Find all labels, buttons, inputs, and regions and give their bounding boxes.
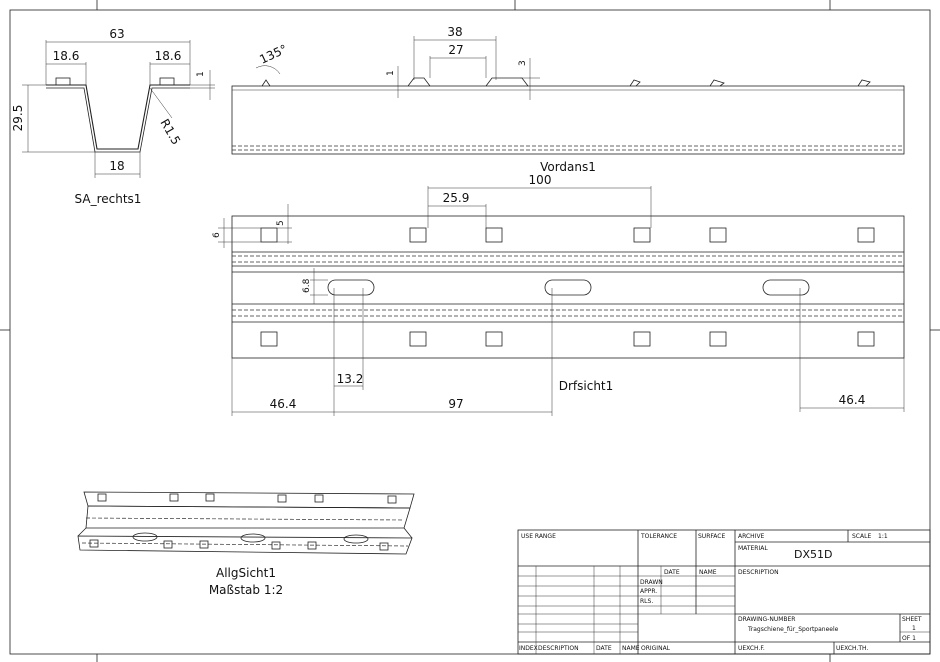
dim-edge-height: 6: [212, 232, 222, 238]
front-view-label: Vordans1: [540, 160, 596, 174]
dim-left-flange: 18.6: [53, 49, 80, 63]
profile-view: 63 18.6 18.6 1 29.5 18 R1.5 SA_rechts1: [11, 27, 215, 206]
tb-index: INDEX: [519, 645, 538, 652]
tb-sheet-value: 1: [912, 625, 916, 632]
tb-of-label: OF 1: [902, 635, 916, 642]
tb-name-col: NAME: [622, 645, 640, 652]
tb-tolerance: TOLERANCE: [640, 533, 677, 540]
tb-archive: ARCHIVE: [738, 533, 765, 540]
profile-tab-left: [55, 77, 71, 86]
dim-front-height: 3: [518, 60, 528, 66]
front-bump-3: [485, 77, 529, 87]
dim-slot-pitch: 97: [448, 397, 463, 411]
dim-radius: R1.5: [157, 117, 183, 148]
tb-sheet-label: SHEET: [902, 616, 922, 623]
tb-rls: RLS.: [640, 598, 653, 605]
dim-height: 29.5: [11, 105, 25, 132]
front-view: 135° 38 27 1 3 Vordans1: [231, 25, 905, 174]
iso-view-scale: Maßstab 1:2: [209, 583, 283, 597]
iso-view: AllgSicht1 Maßstab 1:2: [77, 491, 415, 597]
tb-drawn: DRAWN: [640, 579, 663, 586]
profile-inner-outline: [46, 87, 190, 153]
tb-description-col: DESCRIPTION: [538, 645, 579, 652]
front-bump-6: [857, 79, 871, 87]
dim-overall-width: 63: [109, 27, 124, 41]
top-view: 100 25.9 5 6 6.8 13.2 46.4 97: [212, 173, 905, 416]
dim-width-inner: 27: [448, 43, 463, 57]
tb-drawing-number-label: DRAWING-NUMBER: [738, 616, 795, 623]
tb-original: ORIGINAL: [641, 645, 671, 652]
tb-material-label: MATERIAL: [738, 545, 768, 552]
tb-scale-label: SCALE: [852, 533, 871, 540]
tb-appr: APPR.: [640, 588, 657, 595]
dim-tab-spacing: 25.9: [443, 191, 470, 205]
top-body: [231, 215, 905, 359]
dim-right-flange: 18.6: [155, 49, 182, 63]
front-bump-1: [261, 79, 271, 87]
dim-bottom: 18: [109, 159, 124, 173]
tb-material-value: DX51D: [794, 548, 832, 561]
tb-date: DATE: [664, 569, 680, 576]
iso-view-label: AllgSicht1: [216, 566, 276, 580]
slots: [327, 279, 810, 296]
tb-name: NAME: [699, 569, 717, 576]
dim-width-outer: 38: [447, 25, 462, 39]
front-bump-4: [629, 79, 641, 87]
tb-uexch-f: UEXCH.F.: [738, 645, 765, 652]
tb-scale-value: 1:1: [878, 533, 888, 540]
dim-slot-length: 13.2: [337, 372, 364, 386]
profile-outline: [46, 84, 190, 150]
front-bump-2: [407, 77, 431, 87]
dim-front-thickness: 1: [386, 70, 396, 76]
dim-tab-height: 5: [276, 220, 286, 226]
profile-view-label: SA_rechts1: [75, 192, 142, 206]
tb-description-label: DESCRIPTION: [738, 569, 779, 576]
tb-date-col: DATE: [596, 645, 612, 652]
dim-pitch: 100: [529, 173, 552, 187]
tb-surface: SURFACE: [698, 533, 725, 540]
dim-slot-height: 6.8: [302, 278, 312, 293]
dim-profile-thickness: 1: [196, 71, 206, 77]
dim-angle: 135°: [257, 42, 289, 67]
dim-left-margin: 46.4: [270, 397, 297, 411]
title-block: USE RANGE TOLERANCE SURFACE ARCHIVE SCAL…: [517, 529, 931, 655]
front-bump-5: [709, 79, 725, 87]
top-view-label: Drfsicht1: [559, 379, 614, 393]
profile-tab-right: [159, 77, 175, 86]
upper-tabs: [260, 227, 875, 243]
tb-uexch-th: UEXCH.TH.: [836, 645, 868, 652]
front-body: [231, 85, 905, 155]
lower-tabs: [260, 331, 875, 347]
tb-use-range: USE RANGE: [521, 533, 556, 540]
tb-drawing-number-value: Tragschiene_für_Sportpaneele: [747, 626, 839, 633]
dim-right-margin: 46.4: [839, 393, 866, 407]
